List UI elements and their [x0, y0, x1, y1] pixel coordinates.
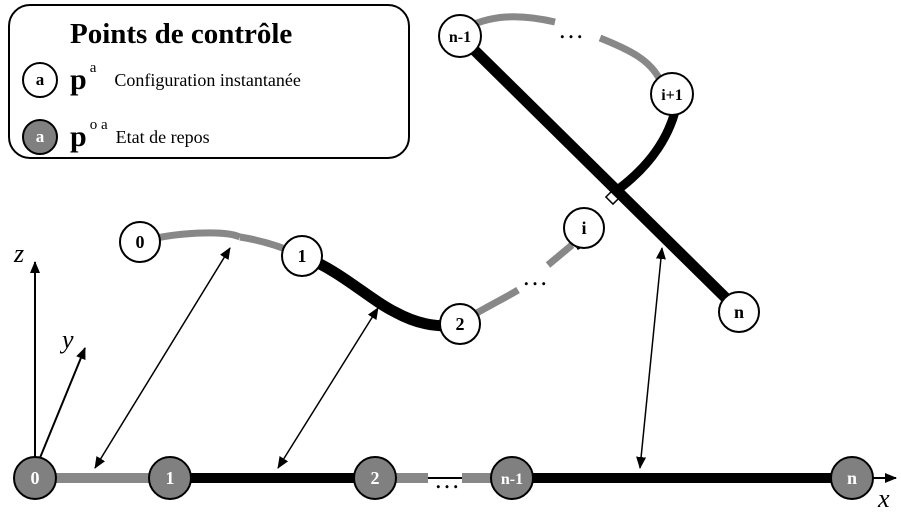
arrow-link-3 [636, 247, 666, 469]
node-rest-2-label: 2 [371, 468, 380, 488]
legend-rest-p: p [70, 120, 87, 153]
z-axis-label: z [13, 239, 24, 268]
legend-current-symbol: a [22, 62, 58, 98]
node-current-i1-label: i+1 [661, 87, 683, 104]
legend-rest-text: Etat de repos [115, 126, 210, 147]
node-rest-n-label: n [847, 468, 857, 488]
arrow-link-2 [277, 307, 379, 469]
node-rest-n [830, 456, 874, 500]
curve-segment-i1-arc [598, 34, 664, 82]
node-rest-nm1-label: n-1 [501, 471, 523, 488]
curve-segment-1-2 [300, 250, 461, 332]
y-axis-label: y [59, 325, 74, 354]
node-current-i1 [650, 72, 694, 116]
legend-current-text: Configuration instantanée [114, 69, 301, 90]
node-rest-1 [148, 456, 192, 500]
legend-current-superscript: a [89, 59, 97, 76]
node-current-nm1-label: n-1 [449, 29, 471, 46]
legend-current-p: p [70, 63, 87, 96]
node-current-i-label: i [581, 218, 586, 238]
y-axis [34, 347, 86, 471]
node-current-1 [281, 235, 323, 277]
legend-row-rest: a p o a Etat de repos [22, 116, 210, 155]
top-ellipsis: … [558, 15, 584, 44]
node-current-2 [439, 303, 481, 345]
node-rest-nm1 [490, 456, 534, 500]
node-current-n [718, 291, 760, 333]
legend-title: Points de contrôle [70, 18, 293, 50]
arrow-link-1 [94, 247, 231, 469]
curve-ellipsis: … [522, 262, 548, 291]
node-rest-1-label: 1 [166, 468, 175, 488]
node-current-2-label: 2 [456, 314, 465, 334]
legend-box: Points de contrôle a p a Configuration i… [8, 4, 410, 159]
legend-rest-superscript: o a [89, 116, 108, 133]
node-current-1-label: 1 [298, 246, 307, 266]
legend-rest-symbol: a [22, 119, 58, 155]
node-rest-0-label: 0 [31, 468, 40, 488]
node-current-i [563, 207, 605, 249]
node-current-nm1 [438, 14, 482, 58]
curve-segment-nm1-n [458, 34, 744, 316]
curve-segment-dots-i [545, 242, 575, 268]
node-current-n-label: n [734, 302, 744, 322]
node-rest-0 [13, 456, 57, 500]
crossing-marker [604, 188, 622, 206]
node-current-0-label: 0 [136, 232, 145, 252]
rest-ellipsis: … [434, 465, 460, 494]
x-axis-label: x [877, 484, 890, 512]
node-rest-2 [353, 456, 397, 500]
legend-row-current: a p a Configuration instantanée [22, 59, 301, 98]
node-current-0 [119, 221, 161, 263]
